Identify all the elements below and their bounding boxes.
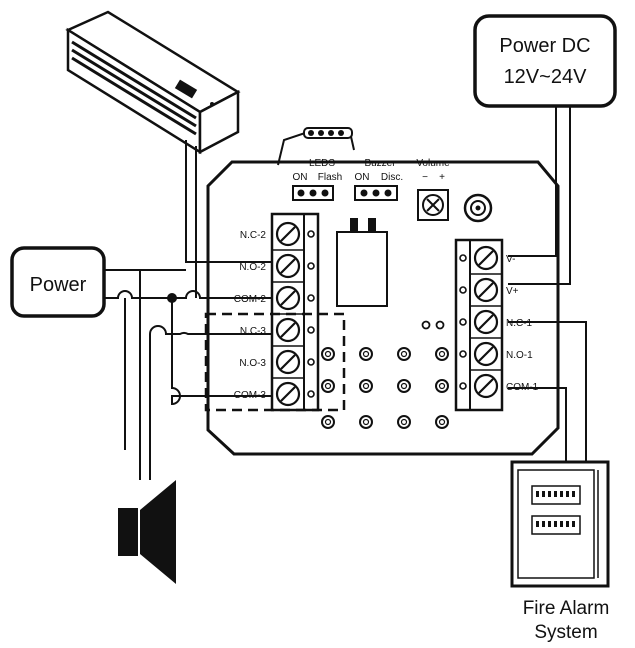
power-dc-box: Power DC 12V~24V: [473, 14, 617, 108]
mounting-hole: [435, 415, 449, 429]
power-dc-voltage: 12V~24V: [504, 66, 588, 88]
mounting-hole: [397, 379, 411, 393]
volume-knob-icon: [417, 189, 449, 221]
terminal-screw-comminus1: [473, 373, 499, 399]
terminal-screw-v: [473, 277, 499, 303]
leds-on-label: ON: [293, 172, 308, 183]
mounting-hole-grid: [321, 347, 449, 429]
mounting-hole: [359, 415, 373, 429]
power-wire-com2: [104, 290, 272, 299]
buzzer-on-label: ON: [355, 172, 370, 183]
terminal-pin: [459, 350, 467, 358]
terminal-screw-nominus1: [473, 341, 499, 367]
power-box: Power: [10, 246, 106, 318]
power-label: Power: [30, 274, 87, 296]
mounting-hole: [435, 379, 449, 393]
right-terminal-label: V-: [506, 254, 515, 265]
terminal-pin: [307, 326, 315, 334]
left-terminal-label: N.C-2: [240, 230, 267, 241]
terminal-screw-com-2: [275, 285, 301, 311]
left-terminal-label: COM-2: [234, 294, 267, 305]
electromagnetic-lock-icon: [65, 10, 241, 155]
buzzer-jumper: [354, 185, 398, 201]
leds-flash-label: Flash: [318, 172, 342, 183]
mounting-hole: [397, 415, 411, 429]
terminal-pin: [307, 358, 315, 366]
left-terminal-label: N.O-3: [239, 358, 266, 369]
terminal-screw-com-3: [275, 381, 301, 407]
left-terminal-label: N.C-3: [240, 326, 267, 337]
terminal-screw-nc-2: [275, 221, 301, 247]
relay: [336, 218, 388, 307]
mounting-hole: [321, 415, 335, 429]
power-dc-label: Power DC: [499, 35, 590, 57]
dc-wire-vminus: [508, 106, 557, 257]
buzzer-icon: [463, 193, 493, 223]
mounting-hole: [435, 347, 449, 361]
mounting-hole: [321, 347, 335, 361]
terminal-pin: [307, 390, 315, 398]
speaker-siren-icon: [118, 480, 176, 584]
mounting-hole: [359, 347, 373, 361]
terminal-pin: [307, 294, 315, 302]
maglock-wire-a: [185, 140, 272, 263]
right-terminal-label: N.C-1: [506, 318, 533, 329]
terminal-screw-no-3: [275, 349, 301, 375]
terminal-pin: [459, 254, 467, 262]
fire-alarm-label-line1: Fire Alarm: [523, 598, 610, 619]
terminal-pin: [459, 318, 467, 326]
siren-wire-a: [149, 325, 272, 335]
mounting-hole: [359, 379, 373, 393]
right-terminal-label: V+: [506, 286, 519, 297]
terminal-pin: [459, 382, 467, 390]
left-terminal-label: N.O-2: [239, 262, 266, 273]
fire-wire-com1: [508, 387, 567, 462]
volume-label: Volume: [416, 158, 450, 169]
terminal-screw-no-2: [275, 253, 301, 279]
volume-plus-label: +: [439, 172, 445, 183]
mounting-hole: [397, 347, 411, 361]
leds-label: LEDS: [309, 158, 335, 169]
terminal-screw-ncminus1: [473, 309, 499, 335]
fire-wire-nc1: [508, 321, 587, 462]
relay-3-highlight: [204, 312, 346, 412]
terminal-pin: [459, 286, 467, 294]
terminal-pin: [307, 262, 315, 270]
right-terminal-label: N.O-1: [506, 350, 533, 361]
fire-alarm-label-line2: System: [534, 622, 597, 643]
terminal-screw-nc-3: [275, 317, 301, 343]
buzzer-disc-label: Disc.: [381, 172, 403, 183]
terminal-screw-vminus: [473, 245, 499, 271]
fire-alarm-panel-icon: [510, 460, 610, 588]
buzzer-label: Buzzer: [364, 158, 396, 169]
terminal-pin: [307, 230, 315, 238]
com2-to-com3-wire: [171, 298, 272, 406]
volume-minus-label: −: [422, 172, 428, 183]
header-connector: [303, 127, 353, 139]
dc-wire-vplus: [508, 106, 571, 285]
mounting-hole: [321, 379, 335, 393]
leds-jumper: [292, 185, 334, 201]
